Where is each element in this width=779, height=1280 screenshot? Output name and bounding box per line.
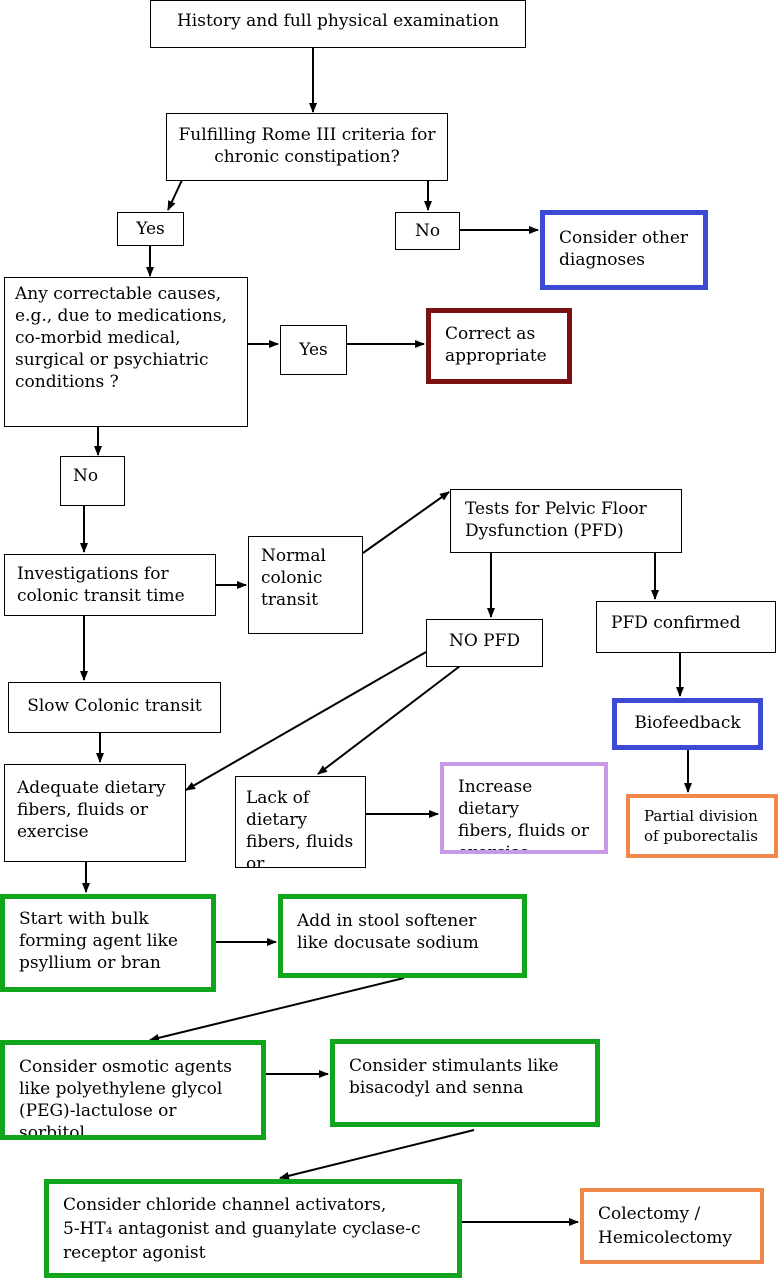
node-yes-correctable: Yes [280,325,347,375]
node-stimulants: Consider stimulants like bisacodyl and s… [330,1039,600,1127]
node-chloride-channel-activators: Consider chloride channel activators, 5-… [44,1179,462,1278]
node-increase-dietary-fibers: Increase dietary fibers, fluids or exerc… [440,762,608,854]
node-partial-division-puborectalis: Partial division of puborectalis [626,794,778,858]
node-consider-other-diagnoses: Consider other diagnoses [540,210,708,290]
node-adequate-dietary-fibers: Adequate dietary fibers, fluids or exerc… [4,764,186,862]
node-investigations-transit: Investigations for colonic transit time [4,554,216,616]
node-slow-colonic-transit: Slow Colonic transit [8,682,221,733]
node-no-correctable: No [60,456,125,506]
arrow-softener-to-osmotic [149,977,405,1042]
node-colectomy: Colectomy / Hemicolectomy [580,1188,764,1264]
node-correct-as-appropriate: Correct as appropriate [426,308,572,384]
node-lack-dietary-fibers: Lack of dietary fibers, fluids or exerci… [235,776,366,868]
node-pfd-confirmed: PFD confirmed [596,601,776,653]
node-stool-softener: Add in stool softener like docusate sodi… [278,894,527,978]
node-bulk-forming-agent: Start with bulk forming agent like psyll… [0,894,216,992]
arrow-no-pfd-to-adequate [185,651,427,791]
arrow-normal-to-pfd-tests [362,491,450,554]
node-tests-pelvic-floor-dysfunction: Tests for Pelvic Floor Dysfunction (PFD) [450,489,682,553]
node-no-pfd: NO PFD [426,619,543,667]
node-rome-criteria: Fulfilling Rome III criteria for chronic… [166,113,448,181]
node-history-examination: History and full physical examination [150,0,526,48]
node-normal-colonic-transit: Normal colonic transit [248,536,363,634]
node-osmotic-agents: Consider osmotic agents like polyethylen… [0,1040,266,1140]
arrow-rome-to-yes [167,179,183,211]
node-yes-rome: Yes [117,212,184,246]
node-biofeedback: Biofeedback [612,698,763,750]
arrow-stimulants-to-chloride [279,1129,475,1180]
arrow-no-pfd-to-lack [317,665,461,775]
node-correctable-causes: Any correctable causes, e.g., due to med… [4,277,248,427]
node-no-rome: No [395,212,460,250]
